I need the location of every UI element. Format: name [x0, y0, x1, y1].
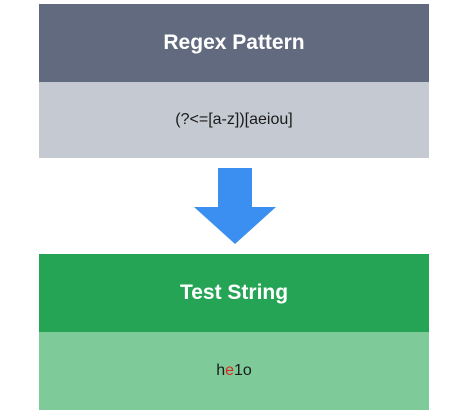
test-string-value-box: he1o [39, 332, 429, 410]
down-arrow-shape [194, 168, 276, 244]
test-segment: 1o [234, 362, 252, 379]
down-arrow-icon [194, 168, 276, 244]
test-string-panel: Test String he1o [39, 254, 429, 410]
match-highlight: e [225, 362, 234, 379]
test-string-value: he1o [216, 362, 252, 380]
regex-pattern-panel: Regex Pattern (?<=[a-z])[aeiou] [39, 4, 429, 158]
regex-pattern-value-box: (?<=[a-z])[aeiou] [39, 82, 429, 158]
test-string-title: Test String [39, 254, 429, 332]
regex-pattern-value: (?<=[a-z])[aeiou] [175, 111, 293, 128]
test-segment: h [216, 362, 226, 379]
regex-pattern-title: Regex Pattern [39, 4, 429, 82]
